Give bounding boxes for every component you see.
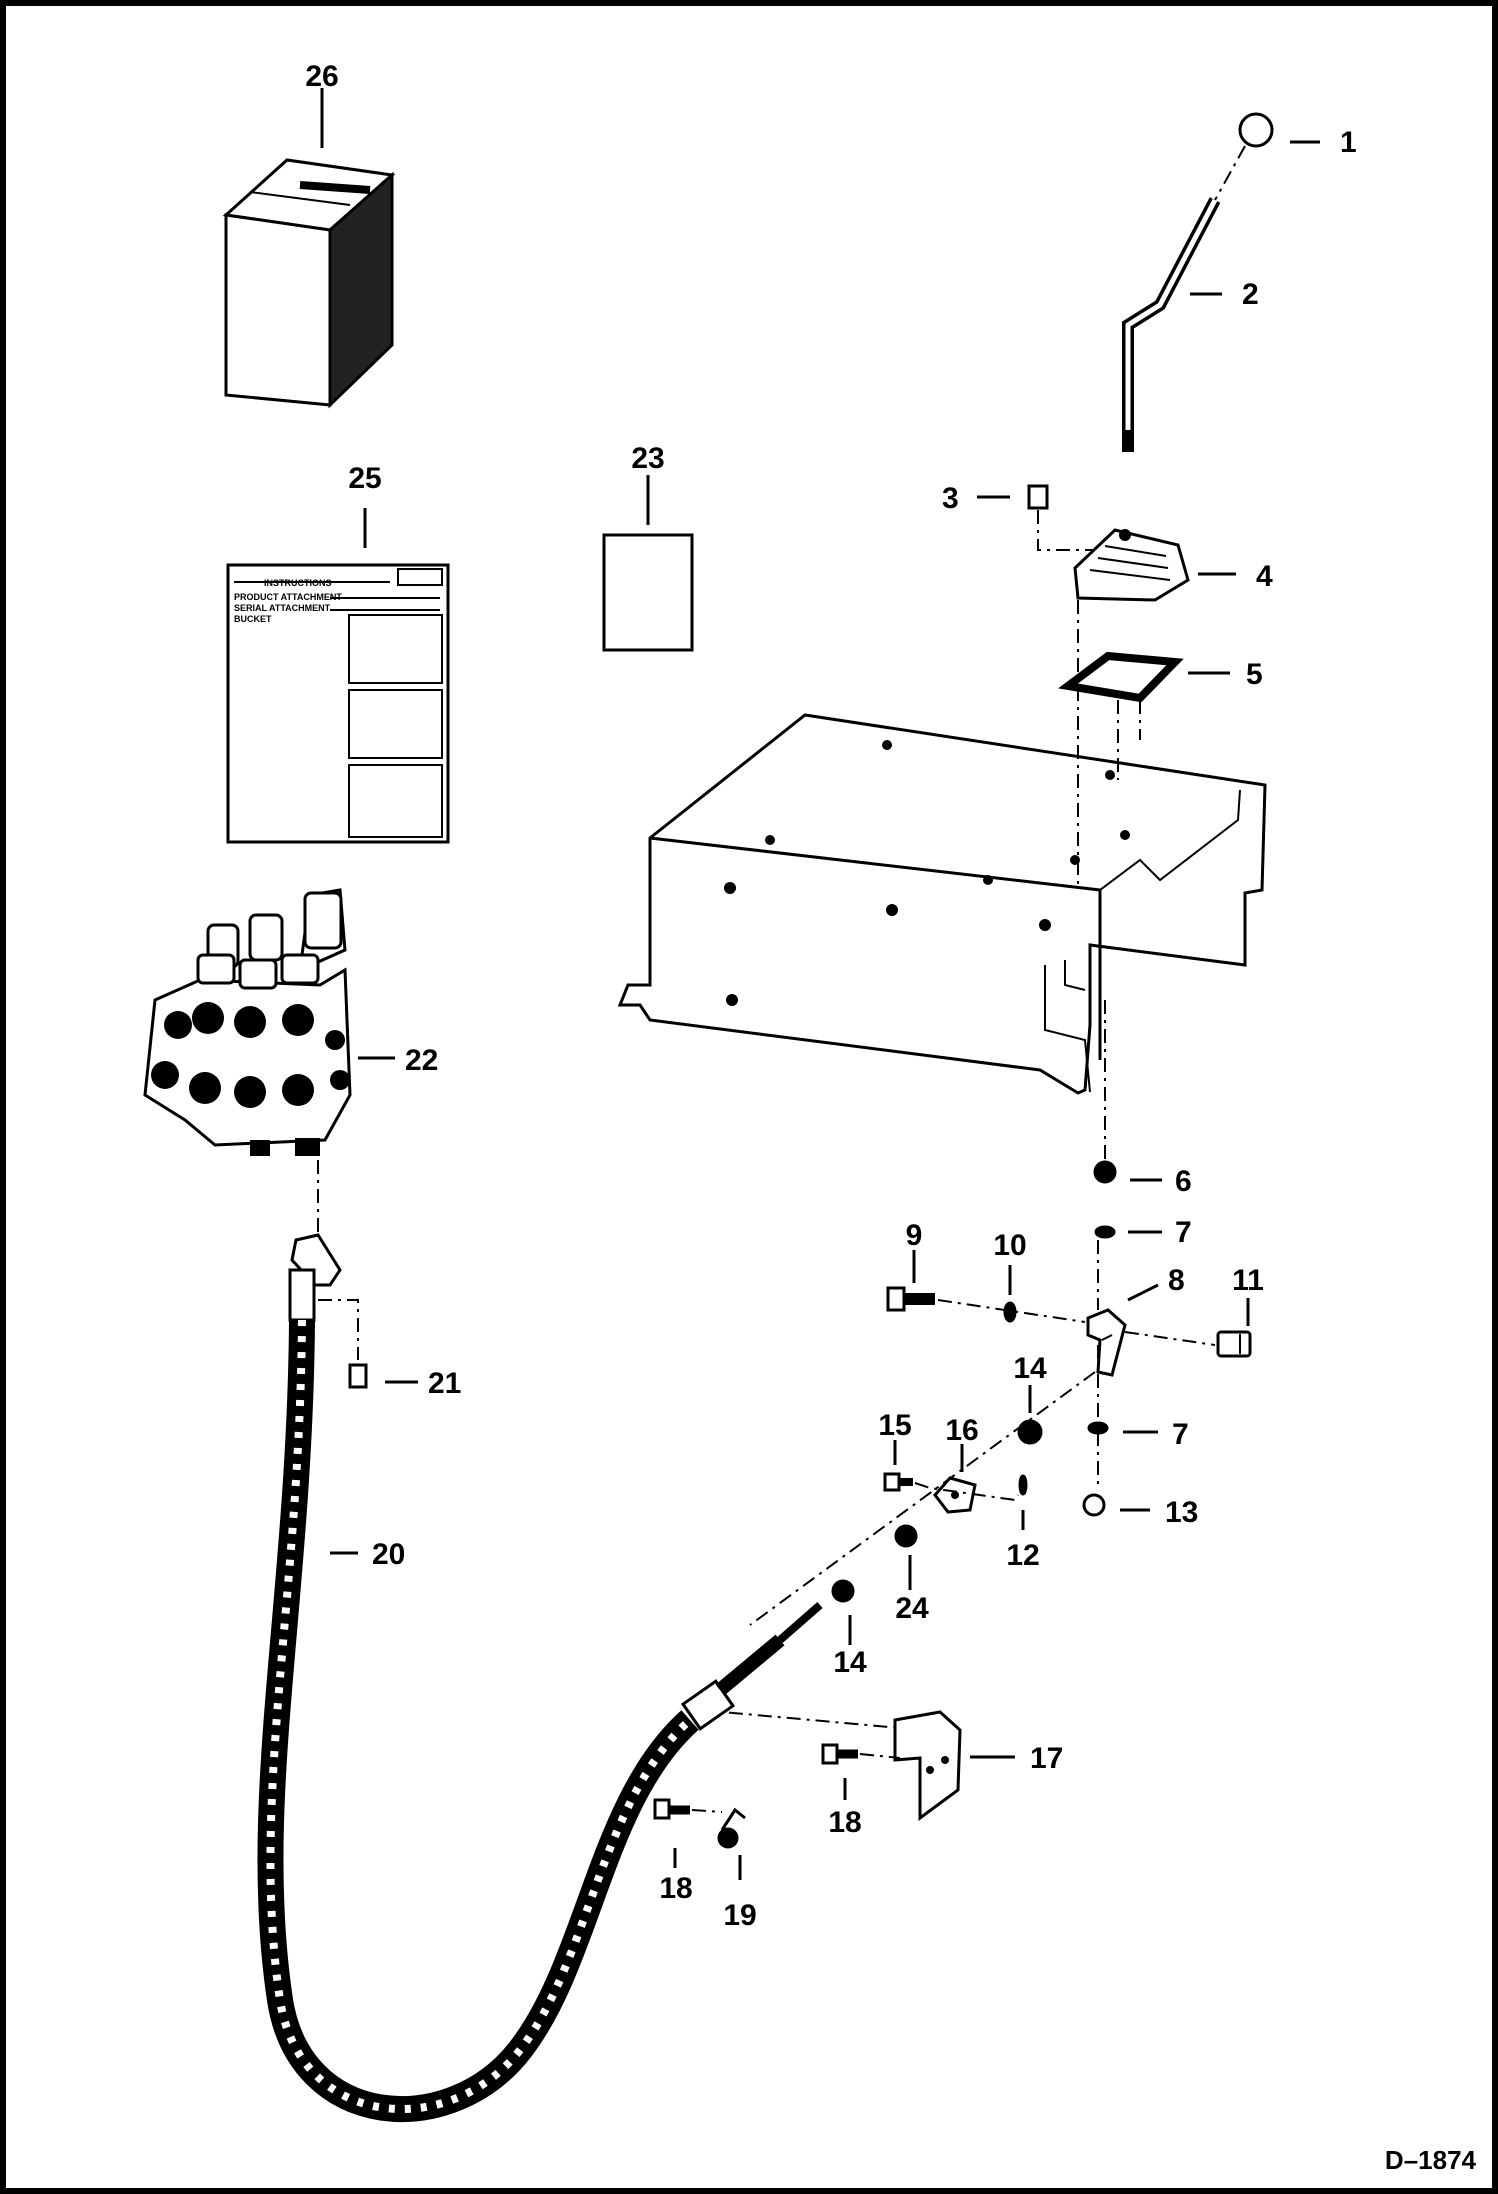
callout-16: 16 xyxy=(945,1414,978,1447)
part-26-manual-box xyxy=(222,158,396,409)
part-2-lever xyxy=(1122,197,1221,452)
part-23-decal xyxy=(602,533,694,652)
callout-8: 8 xyxy=(1168,1264,1185,1297)
part-24-jam-nut xyxy=(894,1524,918,1548)
decal-25-line-1: PRODUCT ATTACHMENT xyxy=(234,592,342,602)
callout-17: 17 xyxy=(1030,1742,1063,1775)
part-15-pin xyxy=(883,1472,913,1492)
callout-15: 15 xyxy=(878,1409,911,1442)
callout-18-left: 18 xyxy=(659,1872,692,1905)
callout-2: 2 xyxy=(1242,278,1259,311)
callout-3: 3 xyxy=(942,482,959,515)
part-4-boot xyxy=(1073,528,1190,602)
part-10-washer xyxy=(1003,1301,1017,1323)
callout-23: 23 xyxy=(631,442,664,475)
part-17-bracket xyxy=(893,1710,962,1821)
callout-24: 24 xyxy=(895,1592,929,1625)
callout-20: 20 xyxy=(372,1538,405,1571)
callout-22: 22 xyxy=(405,1044,438,1077)
callout-21: 21 xyxy=(428,1367,461,1400)
callout-10: 10 xyxy=(993,1229,1026,1262)
part-6-bushing xyxy=(1093,1160,1117,1184)
control-panel-housing xyxy=(617,713,1267,1095)
part-21-screw xyxy=(348,1363,368,1389)
part-14-nut-lower xyxy=(831,1579,855,1603)
callout-1: 1 xyxy=(1340,126,1357,159)
part-11-bolt xyxy=(1216,1330,1252,1358)
part-16-clevis xyxy=(933,1476,977,1514)
part-9-bolt xyxy=(886,1286,935,1312)
callout-4: 4 xyxy=(1256,560,1273,593)
part-19-clamp xyxy=(717,1807,746,1849)
callout-5: 5 xyxy=(1246,658,1263,691)
callout-26: 26 xyxy=(305,60,338,93)
decal-25-heading: INSTRUCTIONS xyxy=(264,578,332,588)
callout-7-lower: 7 xyxy=(1172,1418,1189,1451)
part-7-washer-upper xyxy=(1094,1225,1116,1239)
part-18-bolt-left xyxy=(653,1798,690,1820)
callout-25: 25 xyxy=(348,462,381,495)
decal-25-line-3: BUCKET xyxy=(234,614,272,624)
callout-12: 12 xyxy=(1006,1539,1039,1572)
part-18-bolt-right xyxy=(821,1743,858,1765)
callout-13: 13 xyxy=(1165,1496,1198,1529)
part-3-screw xyxy=(1027,484,1049,510)
callout-6: 6 xyxy=(1175,1165,1192,1198)
drawing-number: D–1874 xyxy=(1384,2145,1476,2175)
part-25-instruction-decal: INSTRUCTIONS PRODUCT ATTACHMENT SERIAL A… xyxy=(226,563,450,844)
callout-7-upper: 7 xyxy=(1175,1216,1192,1249)
part-12-pin xyxy=(1018,1474,1028,1496)
part-8-lever-arm xyxy=(1086,1308,1127,1377)
part-20-control-cable xyxy=(257,1233,823,2122)
callout-11: 11 xyxy=(1232,1264,1264,1297)
part-13-nut xyxy=(1082,1493,1106,1517)
decal-25-line-2: SERIAL ATTACHMENT xyxy=(234,603,331,613)
leader-8 xyxy=(1127,1283,1159,1302)
part-14-nut-upper xyxy=(1017,1419,1043,1445)
callout-18-right: 18 xyxy=(828,1806,861,1839)
callout-14-upper: 14 xyxy=(1013,1352,1047,1385)
part-1-knob xyxy=(1238,112,1274,148)
part-22-control-valve xyxy=(143,888,352,1156)
callout-14-lower: 14 xyxy=(833,1646,867,1679)
callout-9: 9 xyxy=(906,1219,923,1252)
callout-19: 19 xyxy=(723,1899,756,1932)
part-5-gasket xyxy=(1058,651,1184,703)
